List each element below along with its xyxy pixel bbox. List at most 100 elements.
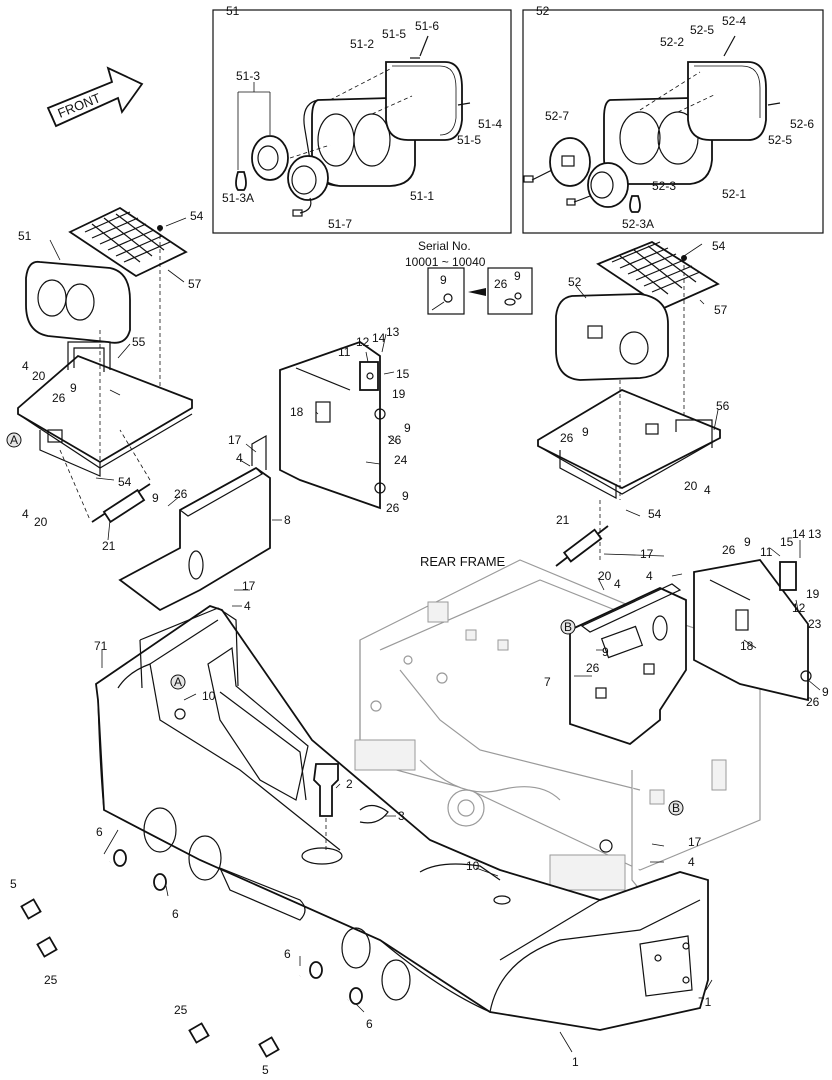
label-26-right-top: 26 (560, 431, 574, 445)
label-11-center: 11 (338, 345, 351, 359)
label-26-right: 26 (586, 661, 600, 675)
label-5-lower: 5 (262, 1063, 269, 1077)
part-51-2: 51-2 (350, 37, 374, 51)
label-26-center: 26 (388, 433, 402, 447)
label-54-right-top: 54 (712, 239, 726, 253)
label-4-right-top: 4 (704, 483, 711, 497)
label-4-left-bracket: 4 (236, 451, 243, 465)
rear-frame-label: REAR FRAME (420, 554, 506, 569)
part-52-5-top: 52-5 (690, 23, 714, 37)
label-9-right-lower: 9 (822, 685, 829, 699)
label-24: 24 (394, 453, 408, 467)
bolt-25-upper (36, 873, 167, 958)
part-51-7: 51-7 (328, 217, 352, 231)
label-10-center: 10 (466, 859, 480, 873)
label-20-left-top: 20 (32, 369, 46, 383)
bolt-5-upper (20, 849, 127, 920)
part-52-1: 52-1 (722, 187, 746, 201)
label-55: 55 (132, 335, 146, 349)
label-15-center: 15 (396, 367, 410, 381)
callout-b-bracket-label: B (564, 620, 572, 634)
label-4-right-bottom: 4 (614, 577, 621, 591)
callout-b-frame (668, 800, 684, 816)
label-5-upper: 5 (10, 877, 17, 891)
part-51-1: 51-1 (410, 189, 434, 203)
part-51-6: 51-6 (415, 19, 439, 33)
serial-title: Serial No. (418, 239, 471, 253)
label-23: 23 (808, 617, 822, 631)
label-51: 51 (18, 229, 32, 243)
label-20-left-bottom: 20 (34, 515, 48, 529)
part-51-3a: 51-3A (222, 191, 254, 205)
label-4-left-lower: 4 (244, 599, 251, 613)
label-25-upper: 25 (44, 973, 58, 987)
part-52-4: 52-4 (722, 14, 746, 28)
label-19-right: 19 (806, 587, 820, 601)
label-14-center: 14 (372, 331, 386, 345)
label-18-right: 18 (740, 639, 754, 653)
callout-a-counterweight (170, 674, 186, 690)
detail-box-51: 51 51-6 51-5 51-2 51-3 51-4 51-5 51-3A 5… (212, 4, 512, 234)
label-8: 8 (284, 513, 291, 527)
label-12-center: 12 (356, 335, 370, 349)
label-26-left-mid: 26 (174, 487, 188, 501)
label-9-right: 9 (602, 645, 609, 659)
right-guard-grid (611, 241, 701, 295)
left-lamp-assembly (17, 206, 193, 524)
label-9-right-plate: 9 (744, 535, 751, 549)
label-3: 3 (398, 809, 405, 823)
label-9-center: 9 (404, 421, 411, 435)
label-26-center-lower: 26 (386, 501, 400, 515)
part-51-3: 51-3 (236, 69, 260, 83)
bolt-25-lower (188, 961, 323, 1044)
label-15-right: 15 (780, 535, 794, 549)
label-12-right: 12 (792, 601, 806, 615)
part-labels-left: 54 51 57 55 4 20 9 26 54 4 20 21 9 26 8 … (18, 209, 291, 703)
serial-range: 10001 ~ 10040 (405, 255, 486, 269)
label-9-center-lower: 9 (402, 489, 409, 503)
label-56: 56 (716, 399, 730, 413)
label-13-center: 13 (386, 325, 400, 339)
label-57-left: 57 (188, 277, 202, 291)
label-2: 2 (346, 777, 353, 791)
label-18-center: 18 (290, 405, 304, 419)
label-17-right: 17 (640, 547, 654, 561)
label-19-center: 19 (392, 387, 406, 401)
box-51-title: 51 (226, 4, 240, 18)
label-7: 7 (544, 675, 551, 689)
label-11-right: 11 (760, 545, 773, 559)
serial-number-inset: Serial No. 10001 ~ 10040 9 26 9 (405, 239, 533, 315)
label-4-center: 4 (688, 855, 695, 869)
bolt-5-lower (258, 987, 363, 1058)
label-9-left-mid: 9 (152, 491, 159, 505)
label-6-b: 6 (172, 907, 179, 921)
callout-a-left-label: A (10, 433, 18, 447)
serial-before-part: 9 (440, 273, 447, 287)
label-20-right-top: 20 (684, 479, 698, 493)
label-54-left-bottom: 54 (118, 475, 132, 489)
label-14-right: 14 (792, 527, 806, 541)
label-21-right: 21 (556, 513, 570, 527)
part-52-7: 52-7 (545, 109, 569, 123)
label-6-d: 6 (366, 1017, 373, 1031)
part-51-4: 51-4 (478, 117, 502, 131)
box-52-title: 52 (536, 4, 550, 18)
bolts-and-washers (20, 849, 363, 1058)
label-4-left-top: 4 (22, 359, 29, 373)
right-lamp-assembly (537, 240, 812, 746)
serial-after-part-b: 9 (514, 269, 521, 283)
serial-after-part-a: 26 (494, 277, 508, 291)
callout-b-bracket (560, 619, 576, 635)
label-6-c: 6 (284, 947, 291, 961)
leader-lines (49, 217, 821, 1053)
label-17-left: 17 (228, 433, 242, 447)
label-57-right: 57 (714, 303, 728, 317)
part-52-2: 52-2 (660, 35, 684, 49)
part-52-3: 52-3 (652, 179, 676, 193)
label-54-left-top: 54 (190, 209, 204, 223)
label-13-right: 13 (808, 527, 822, 541)
callout-a-left (6, 432, 22, 448)
counterweight (95, 605, 709, 1031)
part-52-6: 52-6 (790, 117, 814, 131)
